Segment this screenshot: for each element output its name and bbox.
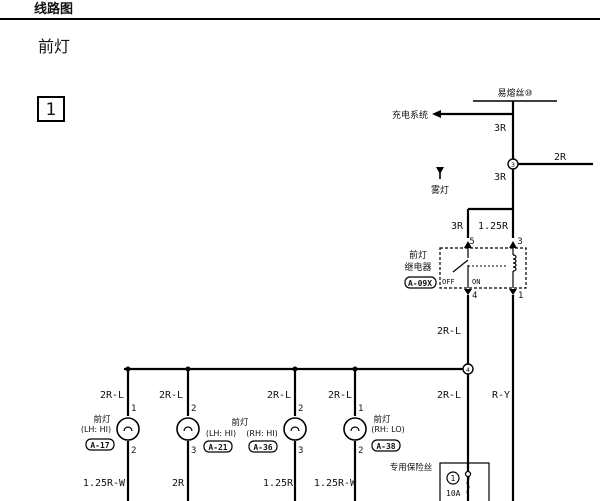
lamp2-sub: (LH: HI) [206, 429, 236, 438]
relay-pin-5: 5 [469, 237, 474, 247]
splice-4-label: 4 [466, 366, 470, 374]
lamp1-title: 前灯 [93, 414, 111, 425]
fog-lamp-label: 雾灯 [431, 185, 449, 196]
section-number: 1 [46, 100, 57, 120]
relay-connector-code: A-09X [408, 279, 432, 288]
bus-junction-2 [185, 366, 191, 372]
wire-label-3r-top: 3R [494, 123, 507, 134]
lamp1-pin-top: 1 [131, 404, 136, 414]
wire-label-2r-right: 2R [554, 152, 567, 163]
relay-connector-badge [404, 276, 437, 289]
lamp2-bulb-icon [176, 417, 200, 441]
fuse-number-circle [446, 471, 460, 485]
bus-junction-3 [292, 366, 298, 372]
wire-label-bottom-4: 1.25R-W [314, 478, 357, 489]
fuse-box [439, 462, 490, 501]
lamp4-bulb-icon [343, 417, 367, 441]
lamp4-pin-bottom: 2 [358, 446, 363, 456]
lamp4-connector-badge [371, 439, 401, 452]
headlamp-relay-box [439, 247, 527, 289]
lamp3-connector-code: A-36 [253, 443, 272, 452]
page-title: 前灯 [38, 37, 70, 56]
lamp1-pin-bottom: 2 [131, 446, 136, 456]
lamp2-pin-bottom: 3 [191, 446, 196, 456]
lamp3-bulb-icon [283, 417, 307, 441]
fuse-box-label: 专用保险丝 [390, 462, 433, 473]
wire-label-3r-mid: 3R [494, 172, 507, 183]
relay-pin4-arrow-icon [464, 289, 472, 295]
splice-3-label: 3 [511, 161, 515, 169]
lamp4-filament-icon [350, 426, 360, 432]
lamp2-connector-badge [203, 440, 233, 453]
lamp2-connector-code: A-21 [208, 443, 227, 452]
lamp4-pin-top: 1 [358, 404, 363, 414]
wire-label-bottom-3: 1.25R [263, 478, 294, 489]
relay-pin3-arrow-icon [509, 241, 517, 248]
wire-label-2r-l-5: 2R-L [437, 390, 461, 401]
lamp2-filament-icon [183, 426, 193, 432]
wire-label-2r-l-mid: 2R-L [437, 326, 461, 337]
lamp1-connector-code: A-17 [90, 441, 109, 450]
section-number-box [37, 96, 65, 122]
fuse-rating: 10A [446, 489, 461, 498]
lamp3-filament-icon [290, 426, 300, 432]
splice-3 [507, 158, 519, 170]
relay-name-line2: 继电器 [404, 261, 431, 273]
wire-label-bottom-1: 1.25R-W [83, 478, 126, 489]
lamp4-connector-code: A-38 [376, 442, 395, 451]
wire-label-2r-l-4: 2R-L [328, 390, 352, 401]
relay-switch-arm [452, 259, 469, 273]
relay-name-line1: 前灯 [409, 249, 427, 261]
relay-off-label: OFF [442, 278, 455, 286]
fog-lamp-arrow-icon [436, 167, 444, 174]
lamp3-connector-badge [248, 440, 278, 453]
lamp2-pin-top: 2 [191, 404, 196, 414]
fuse-terminal-top-icon [464, 470, 472, 478]
relay-coil-icon [512, 254, 517, 272]
wire-label-2r-l-1: 2R-L [100, 390, 124, 401]
fusible-link-label: 易熔丝⑩ [497, 87, 532, 99]
charging-arrow-icon [432, 110, 441, 118]
lamp4-sub: (RH: LO) [371, 425, 405, 434]
lamp3-sub: (RH: HI) [246, 429, 277, 438]
relay-pin-3: 3 [517, 237, 522, 247]
wire-label-2r-l-2: 2R-L [159, 390, 183, 401]
wire-label-3r-left: 3R [451, 221, 464, 232]
bus-junction-4 [352, 366, 358, 372]
wire-label-r-y: R-Y [492, 390, 510, 401]
relay-pin1-arrow-icon [509, 289, 517, 295]
lamp1-filament-icon [123, 426, 133, 432]
lamp3-pin-top: 2 [298, 404, 303, 414]
bus-junction-1 [125, 366, 131, 372]
relay-pin5-arrow-icon [464, 241, 472, 248]
lamp1-bulb-icon [116, 417, 140, 441]
wire-label-1-25r: 1.25R [478, 221, 509, 232]
lamp4-title: 前灯 [373, 414, 391, 425]
charging-system-label: 充电系统 [392, 109, 428, 121]
lamp3-title: 前灯 [231, 417, 249, 428]
relay-pin-4: 4 [472, 291, 477, 301]
lamp1-sub: (LH: HI) [81, 425, 111, 434]
lamp3-pin-bottom: 3 [298, 446, 303, 456]
fuse-number: 1 [450, 474, 455, 483]
relay-on-label: ON [472, 278, 480, 286]
fuse-element-icon [466, 475, 470, 495]
lamp1-connector-badge [85, 438, 115, 451]
wire-label-2r-l-3: 2R-L [267, 390, 291, 401]
header-title: 线路图 [34, 1, 73, 17]
relay-pin-1: 1 [518, 291, 523, 301]
wire-label-bottom-2: 2R [172, 478, 185, 489]
